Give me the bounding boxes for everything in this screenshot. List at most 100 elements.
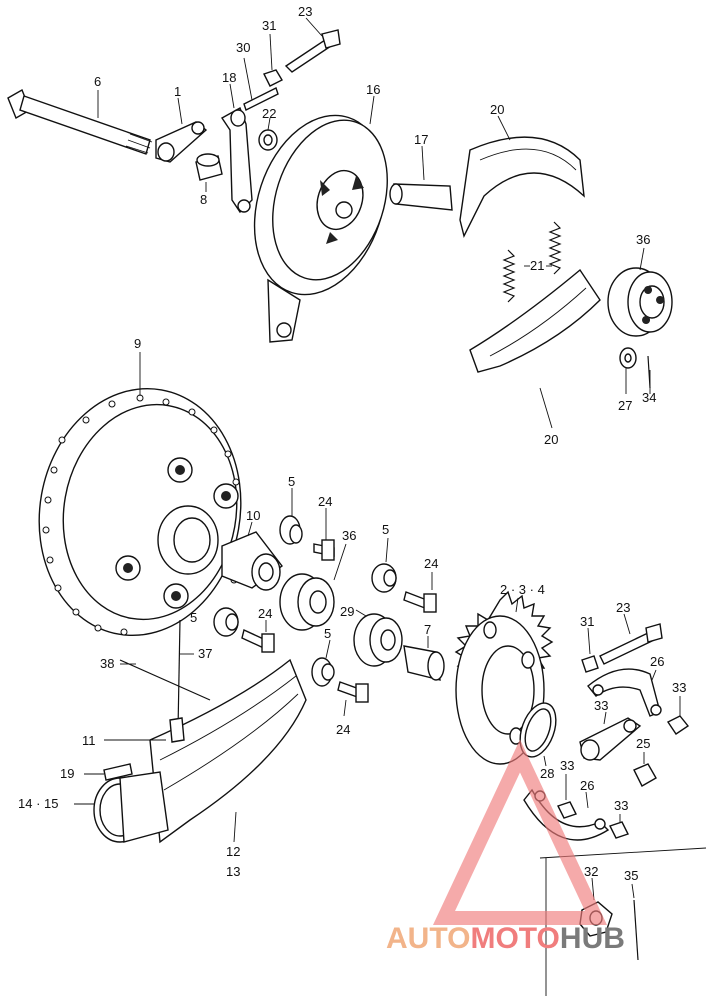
nut-part33-a bbox=[666, 696, 690, 735]
label-part-5-c: 5 bbox=[190, 610, 197, 625]
rod-part37 bbox=[177, 619, 194, 731]
watermark-logo: AUTOMOTOHUB bbox=[386, 739, 625, 955]
sprocket-part2-3-4 bbox=[454, 590, 554, 765]
label-part-36-top: 36 bbox=[636, 232, 650, 247]
label-part-22: 22 bbox=[262, 106, 276, 121]
label-part-7: 7 bbox=[424, 622, 431, 637]
label-part-5-b: 5 bbox=[382, 522, 389, 537]
label-part-25: 25 bbox=[636, 736, 650, 751]
watermark-triangle bbox=[432, 739, 608, 925]
clip-part19 bbox=[84, 763, 133, 781]
nut-part31-bottom bbox=[581, 627, 599, 673]
brake-springs-part21 bbox=[502, 221, 562, 303]
brake-cam-part17 bbox=[389, 145, 453, 211]
snap-ring-part28 bbox=[519, 702, 557, 767]
label-part-38: 38 bbox=[100, 656, 114, 671]
brake-shoe-part20-lower bbox=[469, 268, 601, 429]
label-part-21: 21 bbox=[530, 258, 544, 273]
label-part-24-a: 24 bbox=[318, 494, 332, 509]
spacer-part8 bbox=[195, 153, 223, 192]
bolt-part23-bottom bbox=[599, 613, 663, 665]
label-part-9: 9 bbox=[134, 336, 141, 351]
label-part-31-top: 31 bbox=[262, 18, 276, 33]
brake-arm-part18 bbox=[220, 83, 253, 214]
label-part-16: 16 bbox=[366, 82, 380, 97]
damper-part5-a bbox=[279, 488, 303, 545]
nut-part33-d bbox=[609, 814, 629, 839]
swingarm-part12-13 bbox=[149, 658, 307, 844]
watermark-word-b: MOTO bbox=[470, 922, 559, 955]
bolt-part24-c bbox=[241, 620, 275, 653]
damper-part5-d bbox=[311, 639, 335, 687]
label-part-20-lower: 20 bbox=[544, 432, 558, 447]
label-part-32: 32 bbox=[584, 864, 598, 879]
axle-collar-part1 bbox=[155, 97, 208, 163]
nut-part33-c bbox=[557, 774, 577, 819]
part-labels: 6 1 8 18 30 31 23 22 16 17 20 21 36 27 3… bbox=[18, 4, 686, 883]
pin-part34 bbox=[647, 355, 651, 394]
label-part-29: 29 bbox=[340, 604, 354, 619]
label-part-33-d: 33 bbox=[614, 798, 628, 813]
label-part-13: 13 bbox=[226, 864, 240, 879]
washer-part22 bbox=[258, 117, 278, 151]
label-part-8: 8 bbox=[200, 192, 207, 207]
label-part-33-b: 33 bbox=[594, 698, 608, 713]
label-part-24-d: 24 bbox=[336, 722, 350, 737]
bolt-part24-b bbox=[403, 572, 437, 613]
bolt-part24-a bbox=[313, 508, 335, 561]
label-part-11: 11 bbox=[82, 733, 96, 748]
washer-part27 bbox=[619, 347, 637, 394]
label-part-26-top: 26 bbox=[650, 654, 664, 669]
label-part-6: 6 bbox=[94, 74, 101, 89]
label-part-28: 28 bbox=[540, 766, 554, 781]
label-part-10: 10 bbox=[246, 508, 260, 523]
rod-part38 bbox=[119, 659, 211, 701]
label-part-20-upper: 20 bbox=[490, 102, 504, 117]
bolt-part30 bbox=[243, 57, 279, 111]
brake-shoe-part20-upper bbox=[459, 115, 585, 239]
label-part-5-d: 5 bbox=[324, 626, 331, 641]
watermark-word-a: AUTO bbox=[386, 922, 470, 955]
label-part-1-top: 1 bbox=[174, 84, 181, 99]
collar-part1-bottom bbox=[579, 711, 642, 761]
label-part-17: 17 bbox=[414, 132, 428, 147]
label-part-30: 30 bbox=[236, 40, 250, 55]
pivot-bushing-part14-15 bbox=[74, 771, 169, 843]
label-part-26-bottom: 26 bbox=[580, 778, 594, 793]
label-part-12: 12 bbox=[226, 844, 240, 859]
adjuster-part26-top bbox=[587, 668, 662, 717]
label-part-5-a: 5 bbox=[288, 474, 295, 489]
label-part-31-bottom: 31 bbox=[580, 614, 594, 629]
cotter-pin-part35 bbox=[631, 883, 639, 961]
label-part-33-a: 33 bbox=[672, 680, 686, 695]
label-part-23-bottom: 23 bbox=[616, 600, 630, 615]
nut-part25 bbox=[633, 752, 657, 787]
label-part-2-3-4: 2 · 3 · 4 bbox=[500, 582, 545, 597]
label-part-19: 19 bbox=[60, 766, 74, 781]
label-part-18: 18 bbox=[222, 70, 236, 85]
bearing-part29 bbox=[353, 609, 403, 667]
sprocket-flange-part10 bbox=[221, 521, 283, 591]
label-part-34: 34 bbox=[642, 390, 656, 405]
damper-part5-b bbox=[371, 537, 397, 593]
bolt-part23-top bbox=[284, 17, 341, 73]
label-part-27: 27 bbox=[618, 398, 632, 413]
wheel-hub-part9 bbox=[38, 352, 242, 637]
damper-part5-c bbox=[213, 607, 239, 637]
brake-panel-part16 bbox=[253, 95, 388, 343]
label-part-33-c: 33 bbox=[560, 758, 574, 773]
spacer-part7 bbox=[403, 636, 445, 681]
pin-part11 bbox=[104, 717, 185, 743]
rear-axle bbox=[7, 88, 153, 155]
bolt-part24-d bbox=[337, 681, 369, 717]
nut-part31-top bbox=[263, 33, 283, 87]
label-part-24-b: 24 bbox=[424, 556, 438, 571]
bearing-part36-mid bbox=[279, 543, 347, 631]
label-part-37: 37 bbox=[198, 646, 212, 661]
label-part-35: 35 bbox=[624, 868, 638, 883]
label-part-23-top: 23 bbox=[298, 4, 312, 19]
bearing-part36-top bbox=[607, 247, 673, 337]
label-part-24-c: 24 bbox=[258, 606, 272, 621]
watermark-word-c: HUB bbox=[560, 922, 625, 955]
